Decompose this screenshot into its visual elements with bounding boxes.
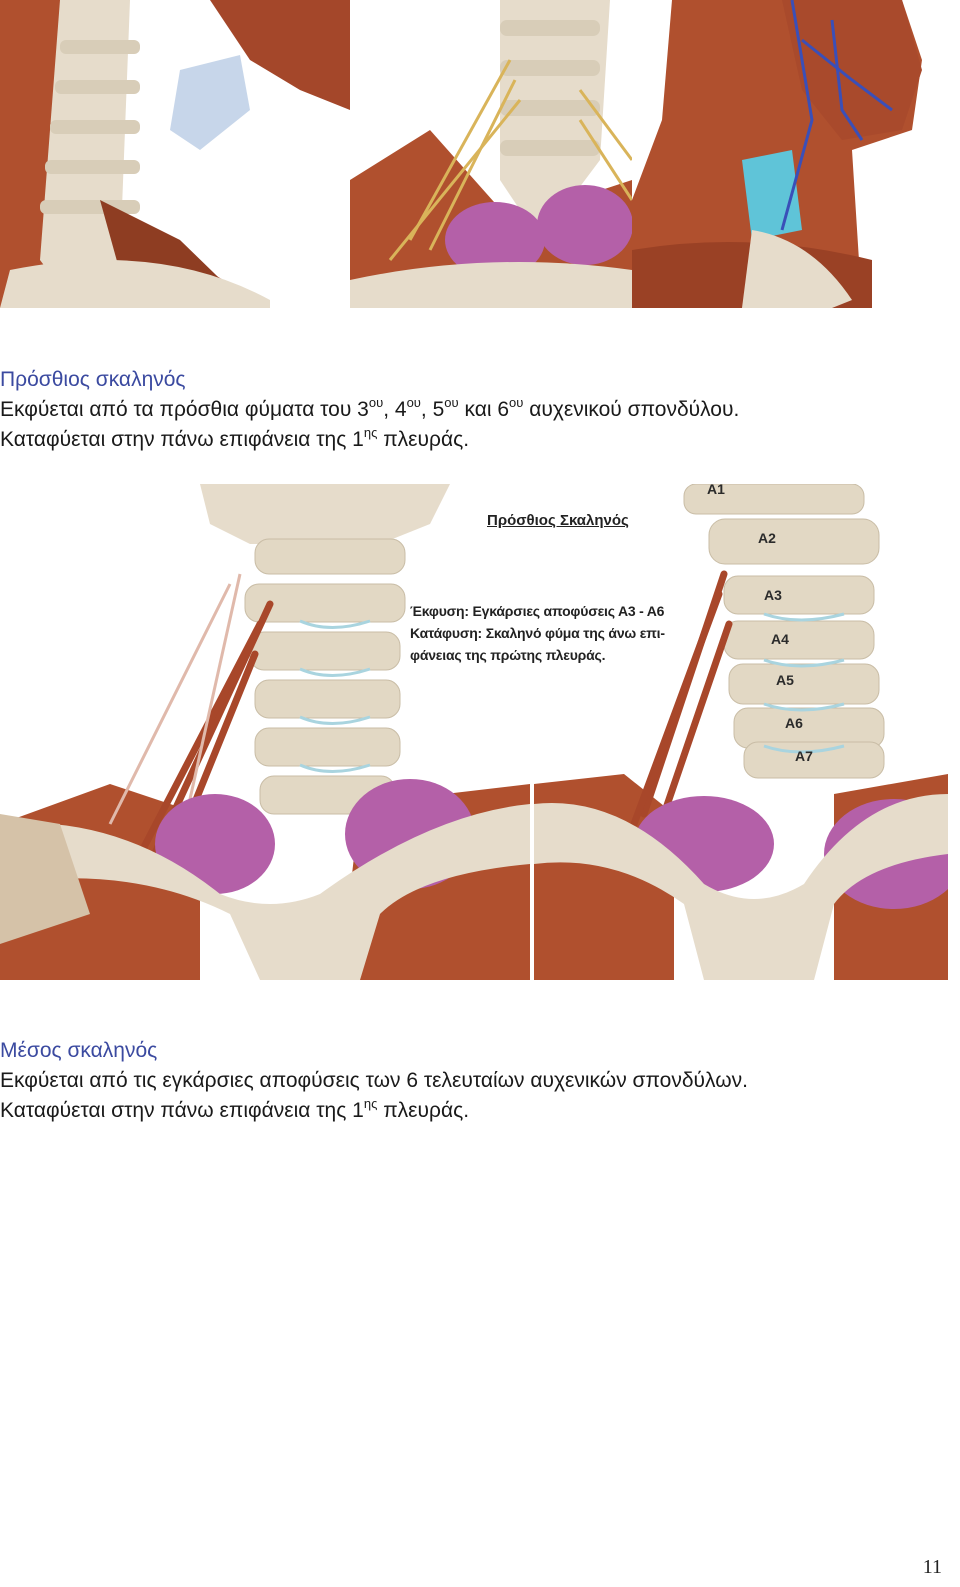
anatomy-image-neck-center <box>350 0 632 308</box>
vertebra-label-a7: A7 <box>795 748 813 764</box>
text-span: Καταφύεται στην πάνω επιφάνεια της 1 <box>0 1099 364 1122</box>
text-span: πλευράς. <box>377 428 470 451</box>
anatomy-figure-anterior-scalene-front <box>0 484 530 980</box>
anatomy-image-neck-left <box>0 0 350 308</box>
vertebra-label-a5: A5 <box>776 672 794 688</box>
anatomy-figure-anterior-scalene-labeled <box>534 484 948 980</box>
text-span: , 4 <box>383 398 407 421</box>
superscript: ης <box>363 425 378 440</box>
vertebra-label-a1: A1 <box>707 481 725 497</box>
vertebra-label-a4: A4 <box>771 631 789 647</box>
superscript: ου <box>368 395 384 410</box>
figure-caption-origin: Έκφυση: Εγκάρσιες αποφύσεις Α3 - Α6 <box>410 603 665 619</box>
insertion-text-anterior-scalene: Καταφύεται στην πάνω επιφάνεια της 1ης π… <box>0 425 469 455</box>
figure-title: Πρόσθιος Σκαληνός <box>487 512 629 529</box>
vertebra-label-a3: A3 <box>764 587 782 603</box>
anatomy-image-neck-right <box>632 0 960 308</box>
text-span: πλευράς. <box>377 1099 470 1122</box>
origin-text-anterior-scalene: Εκφύεται από τα πρόσθια φύματα του 3ου, … <box>0 395 739 425</box>
text-span: Καταφύεται στην πάνω επιφάνεια της 1 <box>0 428 364 451</box>
vertebra-label-a2: A2 <box>758 530 776 546</box>
superscript: ης <box>363 1096 378 1111</box>
insertion-text-middle-scalene: Καταφύεται στην πάνω επιφάνεια της 1ης π… <box>0 1096 469 1126</box>
text-span: Εκφύεται από τα πρόσθια φύματα του 3 <box>0 398 369 421</box>
superscript: ου <box>509 395 524 410</box>
vertebra-label-a6: A6 <box>785 715 803 731</box>
text-span: και 6 <box>458 398 510 421</box>
superscript: ου <box>444 395 459 410</box>
section-heading-middle-scalene: Μέσος σκαληνός <box>0 1039 158 1062</box>
text-span: αυχενικού σπονδύλου. <box>523 398 740 421</box>
figure-caption-insertion-cont: φάνειας της πρώτης πλευράς. <box>410 647 606 663</box>
page-number: 11 <box>922 1556 942 1578</box>
figure-caption-insertion: Κατάφυση: Σκαληνό φύμα της άνω επι- <box>410 625 665 641</box>
text-span: , 5 <box>420 398 445 421</box>
section-heading-anterior-scalene: Πρόσθιος σκαληνός <box>0 368 186 391</box>
origin-text-middle-scalene: Εκφύεται από τις εγκάρσιες αποφύσεις των… <box>0 1069 748 1092</box>
superscript: ου <box>406 395 421 410</box>
